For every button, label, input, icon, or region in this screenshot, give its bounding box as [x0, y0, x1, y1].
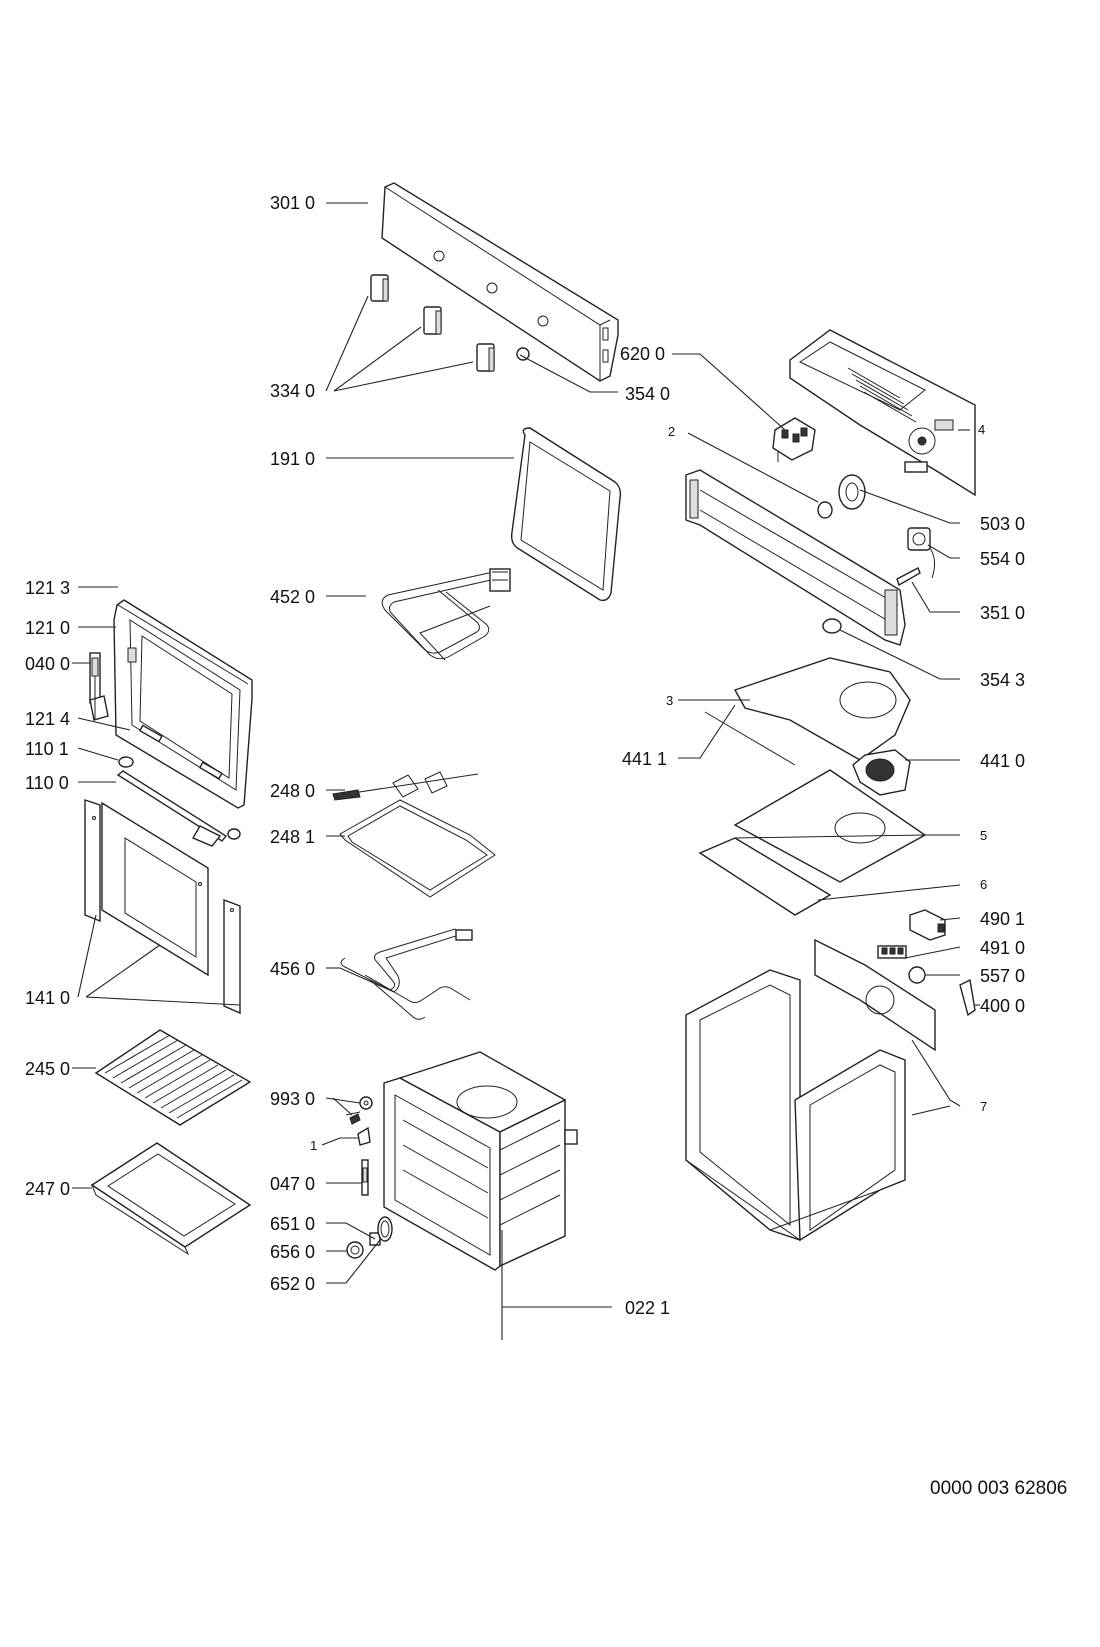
part-label-6200: 620 0 — [620, 344, 665, 364]
thermostat-part — [907, 527, 936, 579]
wire-rack-part — [339, 799, 496, 898]
part-label-6560: 656 0 — [270, 1242, 315, 1262]
part-label-6510: 651 0 — [270, 1214, 315, 1234]
part-label-4000: 400 0 — [980, 996, 1025, 1016]
part-label-3: 3 — [666, 693, 673, 708]
rear-panel-part — [685, 469, 906, 646]
part-label-6520: 652 0 — [270, 1274, 315, 1294]
part-label-4411: 441 1 — [622, 749, 667, 769]
part-label-6: 6 — [980, 877, 987, 892]
fan-motor-part — [817, 474, 866, 519]
part-label-5540: 554 0 — [980, 549, 1025, 569]
document-number: 0000 003 62806 — [930, 1478, 1068, 1499]
lamp-parts — [346, 1216, 393, 1259]
part-label-2: 2 — [668, 424, 675, 439]
part-label-2481: 248 1 — [270, 827, 315, 847]
heating-element-lower-part — [339, 928, 473, 1020]
top-cover-part — [789, 329, 976, 497]
lamp-cover-part — [822, 618, 842, 634]
fan-cover-part — [704, 657, 911, 796]
heating-element-upper-part — [381, 568, 511, 661]
oven-carcass-part — [685, 938, 936, 1242]
part-label-1: 1 — [310, 1138, 317, 1153]
base-plate-part — [698, 769, 927, 916]
part-label-2470: 247 0 — [25, 1179, 70, 1199]
leader-lines — [72, 202, 980, 1340]
part-label-4520: 452 0 — [270, 587, 315, 607]
sensor-rod-part — [896, 567, 921, 587]
part-label-2480: 248 0 — [270, 781, 315, 801]
door-gasket-part — [510, 427, 622, 602]
hinge-part — [89, 652, 109, 721]
rotisserie-rod-part — [332, 771, 479, 801]
wire-shelf-part — [94, 1029, 252, 1126]
part-label-0470: 047 0 — [270, 1174, 315, 1194]
part-label-5: 5 — [980, 828, 987, 843]
part-label-5570: 557 0 — [980, 966, 1025, 986]
part-label-3540: 354 0 — [625, 384, 670, 404]
door-handle-bar-part — [116, 770, 241, 847]
part-label-4410: 441 0 — [980, 751, 1025, 771]
part-label-3543: 354 3 — [980, 670, 1025, 690]
part-label-1210: 121 0 — [25, 618, 70, 638]
part-label-4910: 491 0 — [980, 938, 1025, 958]
part-label-1410: 141 0 — [25, 988, 70, 1008]
part-label-1213: 121 3 — [25, 578, 70, 598]
part-label-1101: 110 1 — [25, 739, 69, 759]
part-label-7: 7 — [980, 1099, 987, 1114]
part-label-4560: 456 0 — [270, 959, 315, 979]
drip-tray-part — [90, 1142, 252, 1256]
screw-parts — [340, 1096, 373, 1196]
part-label-4: 4 — [978, 422, 985, 437]
part-label-1100: 110 0 — [25, 773, 69, 793]
part-label-0221: 022 1 — [625, 1298, 670, 1318]
part-label-5030: 503 0 — [980, 514, 1025, 534]
part-label-1214: 121 4 — [25, 709, 70, 729]
door-glass-panels-part — [84, 799, 241, 1015]
part-labels: 301 0 334 0 354 0 191 0 620 0 2 4 503 0 … — [25, 193, 1025, 1318]
part-label-1910: 191 0 — [270, 449, 315, 469]
inner-door-frame-part — [113, 599, 253, 809]
part-label-3510: 351 0 — [980, 603, 1025, 623]
knob-parts — [370, 274, 495, 372]
part-label-9930: 993 0 — [270, 1089, 315, 1109]
electrical-parts — [877, 909, 976, 1017]
oven-cavity-part — [383, 1051, 578, 1271]
control-panel-part — [381, 182, 619, 382]
part-label-3010: 301 0 — [270, 193, 315, 213]
part-label-4901: 490 1 — [980, 909, 1025, 929]
part-label-3340: 334 0 — [270, 381, 315, 401]
button-part — [516, 347, 530, 361]
part-label-0400: 040 0 — [25, 654, 70, 674]
part-label-2450: 245 0 — [25, 1059, 70, 1079]
clip-part — [118, 756, 134, 768]
